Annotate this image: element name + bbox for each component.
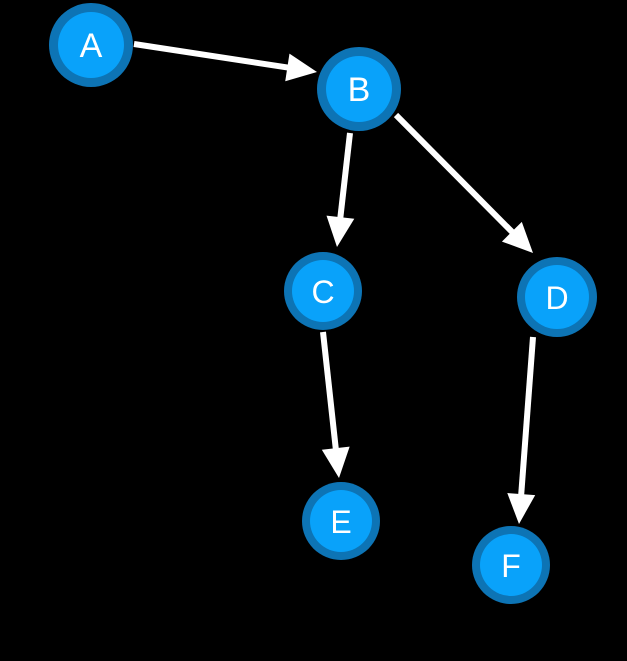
graph-edge[interactable] (320, 331, 350, 478)
node-fill (326, 56, 392, 122)
node-fill (310, 490, 372, 552)
nodes-layer: A B C D E F (49, 3, 597, 604)
edges-layer (133, 41, 536, 524)
node-fill (480, 534, 542, 596)
edge-line (320, 331, 340, 453)
edge-line (133, 41, 292, 72)
graph-edge[interactable] (393, 112, 533, 253)
edge-arrowhead (285, 53, 317, 82)
edge-arrowhead (501, 221, 533, 253)
edge-arrowhead (321, 446, 350, 478)
edge-line (517, 336, 536, 499)
node-fill (292, 260, 354, 322)
graph-node-a[interactable]: A (49, 3, 133, 87)
graph-edge[interactable] (133, 41, 317, 82)
graph-node-e[interactable]: E (302, 482, 380, 560)
edge-line (393, 112, 517, 237)
edge-arrowhead (507, 493, 536, 524)
edge-line (336, 132, 353, 222)
edge-arrowhead (326, 215, 355, 247)
graph-edge[interactable] (326, 132, 355, 247)
graph-edge[interactable] (507, 336, 536, 524)
node-fill (58, 12, 124, 78)
node-fill (525, 265, 589, 329)
graph-node-d[interactable]: D (517, 257, 597, 337)
graph-node-c[interactable]: C (284, 252, 362, 330)
graph-node-b[interactable]: B (317, 47, 401, 131)
graph-node-f[interactable]: F (472, 526, 550, 604)
